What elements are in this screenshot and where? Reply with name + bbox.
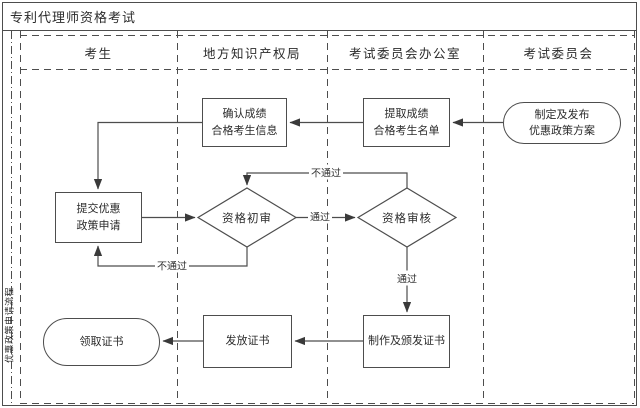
edge-label-final-pass: 通过 <box>395 270 419 286</box>
phase-separator-line <box>11 31 12 405</box>
node-receive-certificate: 领取证书 <box>43 318 160 366</box>
decision-initial-review-shape <box>196 187 298 248</box>
node-submit-application: 提交优惠 政策申请 <box>55 192 142 243</box>
arrow-confirm-to-submit <box>93 121 202 190</box>
lane-header-committee-office: 考试委员会办公室 <box>348 46 461 61</box>
decision-initial-review-label: 资格初审 <box>222 213 272 225</box>
node-make-certificates: 制作及颁发证书 <box>363 315 450 368</box>
edge-label-initial-pass: 通过 <box>308 208 332 224</box>
node-confirm-info: 确认成绩 合格考生信息 <box>202 98 287 147</box>
diagram-title: 专利代理师资格考试 <box>10 10 137 25</box>
edge-label-final-fail: 不通过 <box>309 164 343 180</box>
lane-header-local-ip-office: 地方知识产权局 <box>202 46 301 61</box>
node-extract-list: 提取成绩 合格考生名单 <box>363 98 450 147</box>
lane-right-line <box>634 31 635 403</box>
title-underline <box>2 30 636 31</box>
node-issue-certificates: 发放证书 <box>203 315 292 368</box>
lanes-bottom-line <box>20 403 634 404</box>
edge-label-initial-fail: 不通过 <box>155 257 189 273</box>
lane-divider-3 <box>483 31 484 403</box>
lane-left-line <box>20 31 21 403</box>
lane-header-committee: 考试委员会 <box>523 46 594 61</box>
decision-final-review-shape <box>356 187 458 248</box>
decision-final-review-label: 资格审核 <box>382 213 432 225</box>
node-make-policy: 制定及发布 优惠政策方案 <box>503 102 621 144</box>
lane-header-candidate: 考生 <box>84 46 113 61</box>
